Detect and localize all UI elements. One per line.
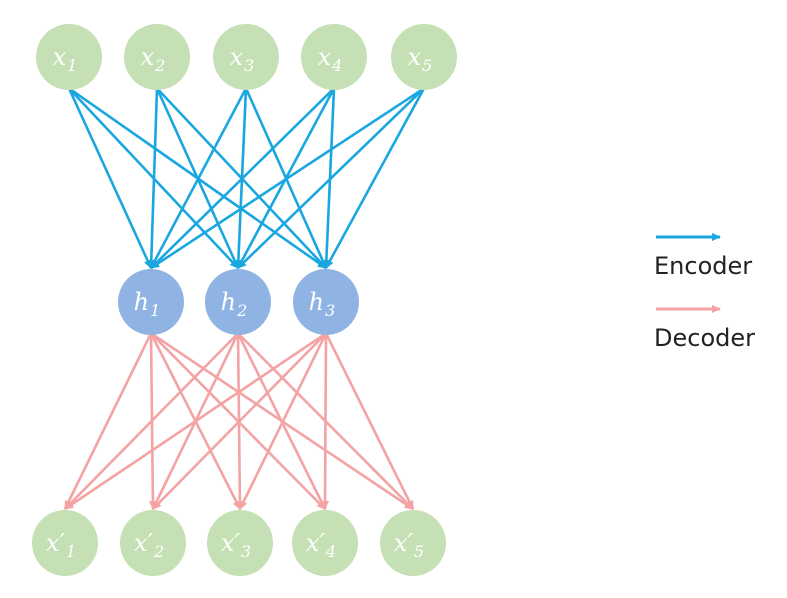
input-node-label: x3 xyxy=(230,43,255,75)
decoder-edge-3-3 xyxy=(238,332,328,510)
output-node-circle xyxy=(207,510,273,576)
decoder-edge-3-2 xyxy=(152,332,327,510)
hidden-node-circle xyxy=(118,269,184,335)
decoder-edge-3-4 xyxy=(321,333,330,510)
output-node-3: x′3 xyxy=(207,510,273,576)
hidden-layer: h1 h2 h3 xyxy=(118,269,359,335)
output-node-circle xyxy=(380,510,446,576)
input-node-label: x2 xyxy=(141,43,166,75)
output-node-label: x′3 xyxy=(221,529,251,561)
legend: Encoder Decoder xyxy=(654,233,755,352)
hidden-node-2: h2 xyxy=(205,269,271,335)
encoder-edge-5-3 xyxy=(324,87,426,269)
input-node-3: x3 xyxy=(213,24,279,90)
input-node-1: x1 xyxy=(36,24,102,90)
input-node-circle xyxy=(301,24,367,90)
encoder-edge-5-1 xyxy=(150,87,425,270)
hidden-node-3: h3 xyxy=(293,269,359,335)
decoder-edge-3-5 xyxy=(324,332,415,510)
output-node-circle xyxy=(292,510,358,576)
output-node-4: x′4 xyxy=(292,510,358,576)
encoder-edge-2-1 xyxy=(147,88,159,269)
input-node-circle xyxy=(124,24,190,90)
input-node-label: x5 xyxy=(408,43,433,75)
decoder-edge-3-1 xyxy=(64,332,327,511)
input-node-circle xyxy=(36,24,102,90)
legend-decoder-label: Decoder xyxy=(654,324,755,352)
output-node-label: x′5 xyxy=(394,529,424,561)
input-node-circle xyxy=(391,24,457,90)
output-node-circle xyxy=(120,510,186,576)
input-node-label: x1 xyxy=(53,43,78,75)
output-node-2: x′2 xyxy=(120,510,186,576)
encoder-edge-3-1 xyxy=(149,87,248,269)
input-node-label: x4 xyxy=(318,43,343,75)
output-node-label: x′4 xyxy=(306,529,336,561)
hidden-node-circle xyxy=(205,269,271,335)
input-node-5: x5 xyxy=(391,24,457,90)
output-node-circle xyxy=(32,510,98,576)
input-layer: x1 x2 x3 x4 x5 xyxy=(36,24,457,90)
output-node-1: x′1 xyxy=(32,510,98,576)
encoder-edge-4-1 xyxy=(150,87,335,269)
hidden-node-label: h3 xyxy=(309,288,336,320)
output-node-label: x′2 xyxy=(134,529,164,561)
encoder-edge-5-2 xyxy=(237,87,425,269)
input-node-circle xyxy=(213,24,279,90)
decoder-edge-2-4 xyxy=(236,332,327,510)
decoder-edge-1-1 xyxy=(63,332,153,510)
output-node-label: x′1 xyxy=(46,529,76,561)
encoder-edges xyxy=(67,87,426,270)
output-node-5: x′5 xyxy=(380,510,446,576)
input-node-2: x2 xyxy=(124,24,190,90)
hidden-node-circle xyxy=(293,269,359,335)
input-node-4: x4 xyxy=(301,24,367,90)
hidden-node-1: h1 xyxy=(118,269,184,335)
legend-encoder-label: Encoder xyxy=(654,252,752,280)
encoder-edge-1-1 xyxy=(67,87,153,269)
decoder-edge-2-1 xyxy=(64,332,239,510)
hidden-node-label: h1 xyxy=(134,288,161,320)
hidden-node-label: h2 xyxy=(221,288,248,320)
output-layer: x′1 x′2 x′3 x′4 x′5 xyxy=(32,510,446,576)
decoder-edges xyxy=(63,332,415,511)
